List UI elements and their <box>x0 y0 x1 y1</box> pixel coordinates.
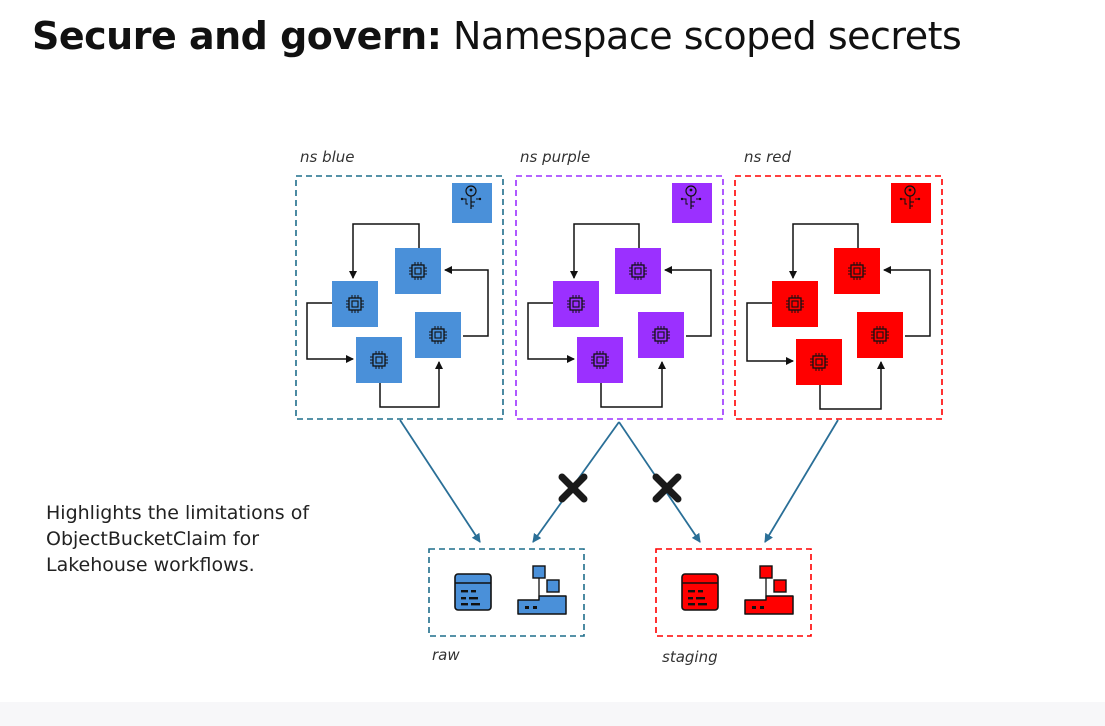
pod-box <box>332 281 378 327</box>
pod-box <box>638 312 684 358</box>
chip-icon <box>409 262 427 280</box>
pod-connector <box>349 223 420 279</box>
bucket-staging <box>655 548 812 637</box>
key-icon <box>680 185 702 209</box>
secret-badge <box>891 183 931 223</box>
chip-icon <box>871 326 889 344</box>
key-icon <box>899 185 921 209</box>
chip-icon <box>848 262 866 280</box>
pod-box <box>553 281 599 327</box>
namespace-border <box>295 175 504 420</box>
secret-badge <box>452 183 492 223</box>
pod-connector <box>306 302 354 363</box>
chip-icon <box>786 295 804 313</box>
bucket-raw-label: raw <box>432 646 460 664</box>
pod-connector <box>570 223 640 279</box>
secret-badge <box>672 183 712 223</box>
bucket-border <box>655 548 812 637</box>
chip-icon <box>346 295 364 313</box>
pod-connector <box>789 223 859 279</box>
namespace-ns-blue <box>295 175 504 420</box>
namespace-border <box>515 175 724 420</box>
namespace-ns-red <box>734 175 943 420</box>
pod-connector <box>883 266 931 337</box>
arrow-red-to-staging <box>764 419 839 543</box>
ns-purple-label: ns purple <box>520 148 591 166</box>
pod-connector <box>819 361 885 410</box>
pod-connector <box>379 361 443 408</box>
chip-icon <box>429 326 447 344</box>
chip-icon <box>567 295 585 313</box>
pod-connector <box>527 302 575 363</box>
x-mark-icon <box>652 473 682 503</box>
pod-box <box>857 312 903 358</box>
storage-icon <box>517 565 567 615</box>
storage-icon <box>744 565 794 615</box>
namespace-ns-purple <box>515 175 724 420</box>
chip-icon <box>370 351 388 369</box>
x-mark-icon <box>558 473 588 503</box>
key-icon <box>460 185 482 209</box>
table-icon <box>454 573 492 611</box>
chip-icon <box>810 353 828 371</box>
pod-box <box>395 248 441 294</box>
pod-box <box>356 337 402 383</box>
pod-box <box>615 248 661 294</box>
pod-connector <box>746 302 794 365</box>
title-bold: Secure and govern: <box>32 14 442 58</box>
ns-red-label: ns red <box>744 148 792 166</box>
description-text: Highlights the limitations of ObjectBuck… <box>46 502 310 576</box>
pod-box <box>772 281 818 327</box>
pod-box <box>415 312 461 358</box>
pod-connector <box>664 266 712 337</box>
bucket-staging-label: staging <box>662 648 718 666</box>
namespace-border <box>734 175 943 420</box>
bucket-raw <box>428 548 585 637</box>
chip-icon <box>591 351 609 369</box>
table-icon <box>681 573 719 611</box>
footer-band <box>0 702 1105 726</box>
arrow-blue-to-raw <box>399 419 481 543</box>
pod-box <box>834 248 880 294</box>
chip-icon <box>629 262 647 280</box>
title-regular: Namespace scoped secrets <box>453 14 962 58</box>
pod-connector <box>600 361 666 408</box>
pod-connector <box>444 266 489 337</box>
ns-blue-label: ns blue <box>300 148 355 166</box>
chip-icon <box>652 326 670 344</box>
bucket-border <box>428 548 585 637</box>
pod-box <box>796 339 842 385</box>
pod-box <box>577 337 623 383</box>
page-title: Secure and govern: Namespace scoped secr… <box>32 14 962 58</box>
